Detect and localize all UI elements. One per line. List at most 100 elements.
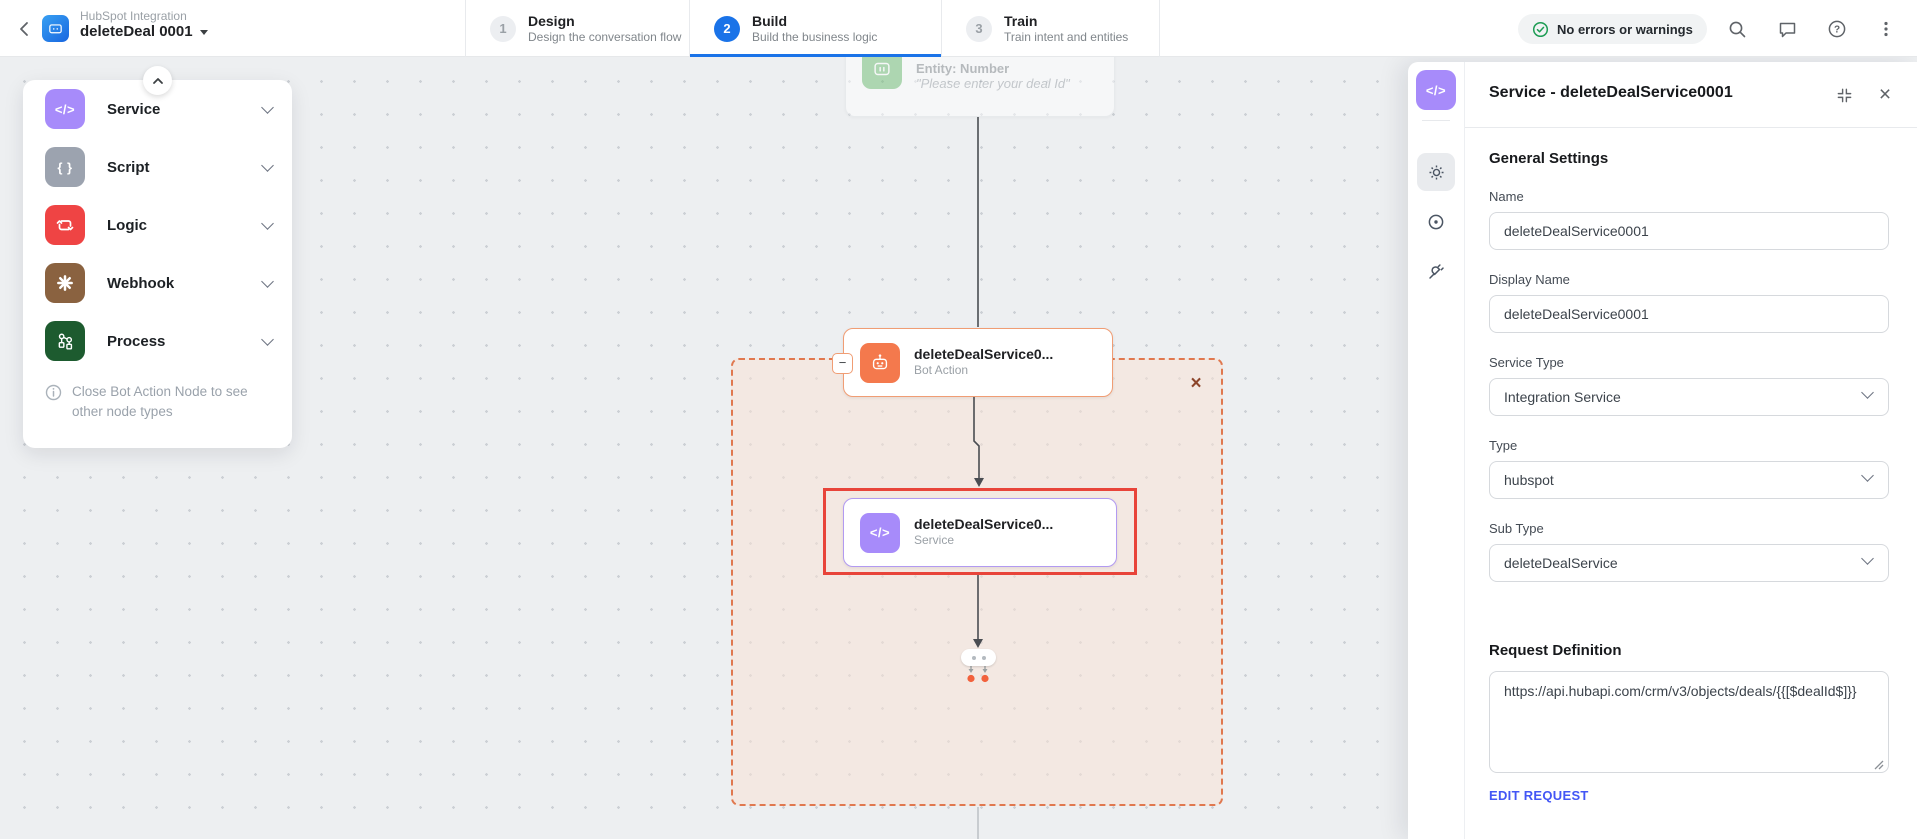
display-name-label: Display Name [1489, 272, 1570, 287]
general-settings-heading: General Settings [1489, 150, 1609, 167]
service-type-select[interactable]: Integration Service [1489, 378, 1889, 416]
tab-design-number: 1 [490, 15, 516, 42]
tab-design[interactable]: 1 Design Design the conversation flow [465, 0, 690, 57]
sub-type-value: deleteDealService [1504, 555, 1618, 571]
collapse-panel-icon[interactable] [1829, 80, 1859, 110]
tab-train[interactable]: 3 Train Train intent and entities [942, 0, 1160, 57]
sub-type-select[interactable]: deleteDealService [1489, 544, 1889, 582]
type-select[interactable]: hubspot [1489, 461, 1889, 499]
type-value: hubspot [1504, 472, 1554, 488]
chevron-down-icon [1861, 469, 1874, 482]
bot-action-node-title: deleteDealService0... [914, 345, 1054, 362]
chevron-down-icon [1861, 386, 1874, 399]
request-definition-field[interactable]: https://api.hubapi.com/crm/v3/objects/de… [1489, 671, 1889, 773]
logic-icon [45, 205, 85, 245]
help-icon[interactable]: ? [1819, 11, 1855, 47]
connections-tab-icon[interactable] [1417, 203, 1455, 241]
kebab-menu-icon[interactable] [1868, 11, 1904, 47]
palette-item-label: Service [107, 100, 161, 118]
script-icon: { } [45, 147, 85, 187]
chat-icon[interactable] [1769, 11, 1805, 47]
status-badge-label: No errors or warnings [1557, 21, 1693, 37]
entity-node-type: Entity: Number [916, 60, 1010, 76]
palette-note: Close Bot Action Node to see other node … [23, 382, 292, 423]
palette-item-label: Script [107, 158, 150, 176]
node-palette: </> Service { } Script Logic [23, 66, 292, 448]
bot-switch-caret-icon[interactable] [199, 30, 208, 35]
request-definition-heading: Request Definition [1489, 642, 1622, 659]
service-node[interactable]: </> deleteDealService0... Service [843, 498, 1117, 567]
bot-title-block[interactable]: HubSpot Integration deleteDeal 0001 [80, 9, 208, 40]
entity-node[interactable]: dealId0000 Entity: Number "Please enter … [845, 57, 1115, 117]
tab-train-number: 3 [966, 15, 992, 42]
service-node-subtitle: Service [914, 533, 955, 548]
chevron-down-icon[interactable] [261, 216, 274, 230]
name-field[interactable] [1489, 212, 1889, 250]
service-node-icon: </> [860, 512, 900, 553]
tab-design-subtitle: Design the conversation flow [528, 29, 682, 44]
palette-item-logic[interactable]: Logic [23, 196, 292, 254]
add-node-connector[interactable] [961, 649, 996, 666]
resize-handle[interactable] [1873, 759, 1884, 770]
name-label: Name [1489, 189, 1524, 204]
palette-item-script[interactable]: { } Script [23, 138, 292, 196]
panel-title: Service - deleteDealService0001 [1489, 84, 1733, 101]
service-type-label: Service Type [1489, 355, 1564, 370]
tab-build-label: Build [752, 12, 787, 29]
webhook-icon [45, 263, 85, 303]
palette-item-label: Logic [107, 216, 147, 234]
check-circle-icon [1532, 21, 1549, 37]
palette-item-service[interactable]: </> Service [23, 80, 292, 138]
chevron-down-icon[interactable] [261, 158, 274, 172]
tab-build-subtitle: Build the business logic [752, 29, 878, 44]
tab-train-label: Train [1004, 12, 1038, 29]
palette-item-webhook[interactable]: Webhook [23, 254, 292, 312]
tab-design-label: Design [528, 12, 575, 29]
close-panel-icon[interactable]: × [1878, 83, 1892, 106]
node-config-panel: </> Service - [1408, 62, 1917, 839]
close-group-icon[interactable]: × [1190, 373, 1202, 394]
service-node-title: deleteDealService0... [914, 515, 1054, 532]
palette-item-label: Process [107, 332, 166, 350]
status-badge[interactable]: No errors or warnings [1518, 14, 1707, 44]
bot-action-group-container: × [731, 358, 1223, 806]
back-button[interactable] [14, 18, 36, 40]
bot-action-icon [860, 342, 900, 383]
palette-item-label: Webhook [107, 274, 175, 292]
tab-build-number: 2 [714, 15, 740, 42]
panel-rail: </> [1408, 62, 1465, 839]
edit-request-link[interactable]: EDIT REQUEST [1489, 788, 1589, 803]
palette-item-process[interactable]: Process [23, 312, 292, 370]
display-name-field[interactable] [1489, 295, 1889, 333]
service-panel-icon: </> [1416, 70, 1456, 110]
debug-tab-icon[interactable] [1417, 253, 1455, 291]
entity-node-prompt: "Please enter your deal Id" [916, 75, 1070, 91]
type-label: Type [1489, 438, 1518, 453]
chevron-down-icon [1861, 552, 1874, 565]
bot-name: deleteDeal 0001 [80, 23, 193, 40]
bot-category: HubSpot Integration [80, 9, 187, 23]
settings-tab-icon[interactable] [1417, 153, 1455, 191]
bot-app-icon [42, 15, 69, 42]
workflow-tabs: 1 Design Design the conversation flow 2 … [465, 0, 1160, 57]
panel-content: General Settings Name Display Name Servi… [1489, 128, 1889, 805]
chevron-down-icon[interactable] [261, 100, 274, 114]
entity-node-title: dealId0000 [916, 57, 1070, 61]
service-icon: </> [45, 89, 85, 129]
bot-action-node[interactable]: − deleteDealService0... Bot Action [832, 328, 1113, 397]
panel-header: Service - deleteDealService0001 × [1465, 62, 1917, 128]
tab-train-subtitle: Train intent and entities [1004, 29, 1129, 44]
service-type-value: Integration Service [1504, 389, 1621, 405]
collapse-node-button[interactable]: − [832, 353, 853, 374]
palette-note-text: Close Bot Action Node to see other node … [72, 384, 248, 420]
collapse-palette-button[interactable] [143, 66, 172, 95]
tab-build[interactable]: 2 Build Build the business logic [690, 0, 942, 57]
entity-icon [862, 57, 902, 89]
search-icon[interactable] [1719, 11, 1755, 47]
chevron-down-icon[interactable] [261, 332, 274, 346]
chevron-down-icon[interactable] [261, 274, 274, 288]
svg-text:?: ? [1834, 25, 1840, 36]
bot-action-node-subtitle: Bot Action [914, 363, 969, 378]
sub-type-label: Sub Type [1489, 521, 1544, 536]
